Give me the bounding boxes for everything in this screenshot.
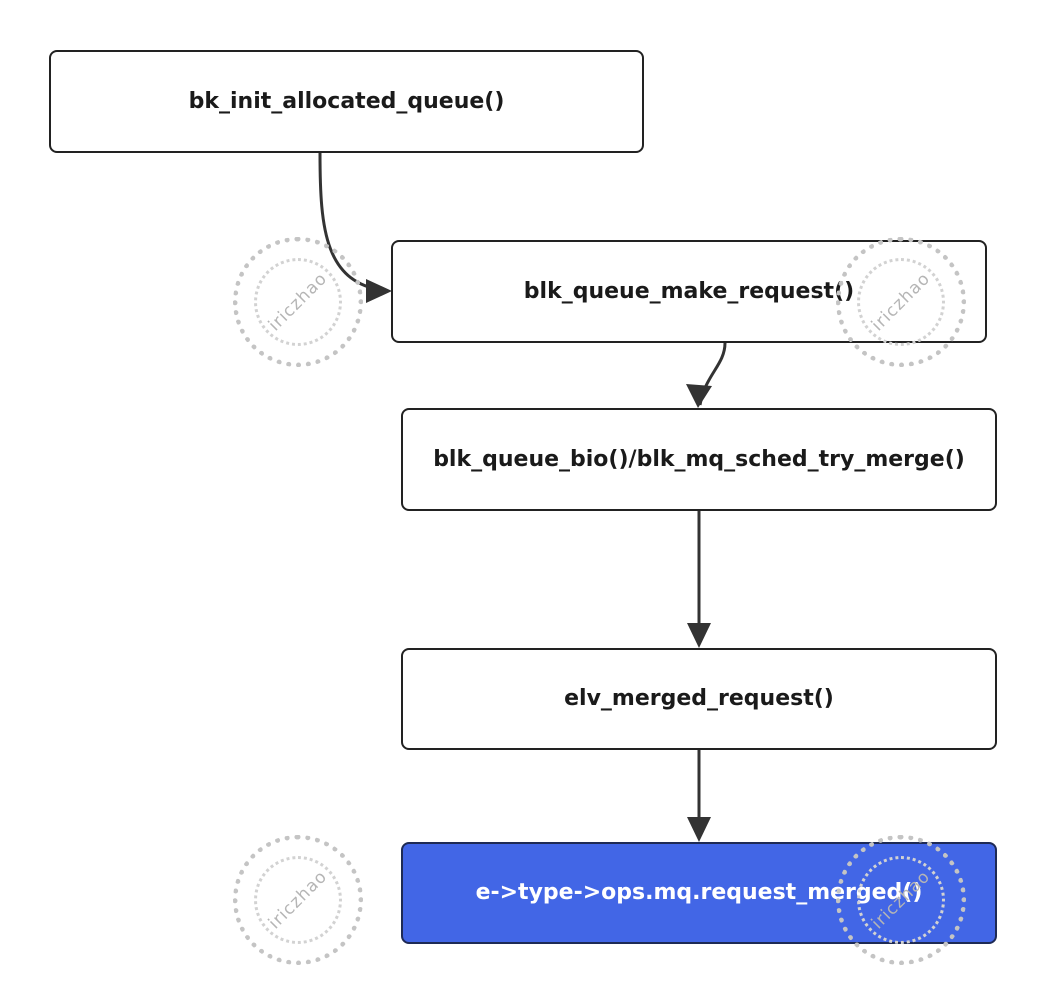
arrowhead-n1-n2 bbox=[366, 279, 392, 303]
node-request-merged[interactable]: e->type->ops.mq.request_merged() bbox=[401, 842, 997, 944]
arrowhead-n4-n5 bbox=[687, 817, 711, 842]
arrowhead-n2-n3 bbox=[686, 384, 712, 408]
node-blk-queue-make-request[interactable]: blk_queue_make_request() bbox=[391, 240, 987, 343]
node-label: blk_queue_make_request() bbox=[523, 278, 855, 304]
node-elv-merged-request[interactable]: elv_merged_request() bbox=[401, 648, 997, 750]
arrowhead-n3-n4 bbox=[687, 623, 711, 648]
node-label: elv_merged_request() bbox=[564, 686, 834, 712]
node-label: e->type->ops.mq.request_merged() bbox=[475, 880, 923, 906]
edge-n1-n2 bbox=[318, 152, 389, 293]
node-bk-init-allocated-queue[interactable]: bk_init_allocated_queue() bbox=[49, 50, 644, 153]
node-blk-queue-bio-try-merge[interactable]: blk_queue_bio()/blk_mq_sched_try_merge() bbox=[401, 408, 997, 511]
node-label: bk_init_allocated_queue() bbox=[188, 88, 505, 114]
node-label: blk_queue_bio()/blk_mq_sched_try_merge() bbox=[433, 446, 965, 472]
